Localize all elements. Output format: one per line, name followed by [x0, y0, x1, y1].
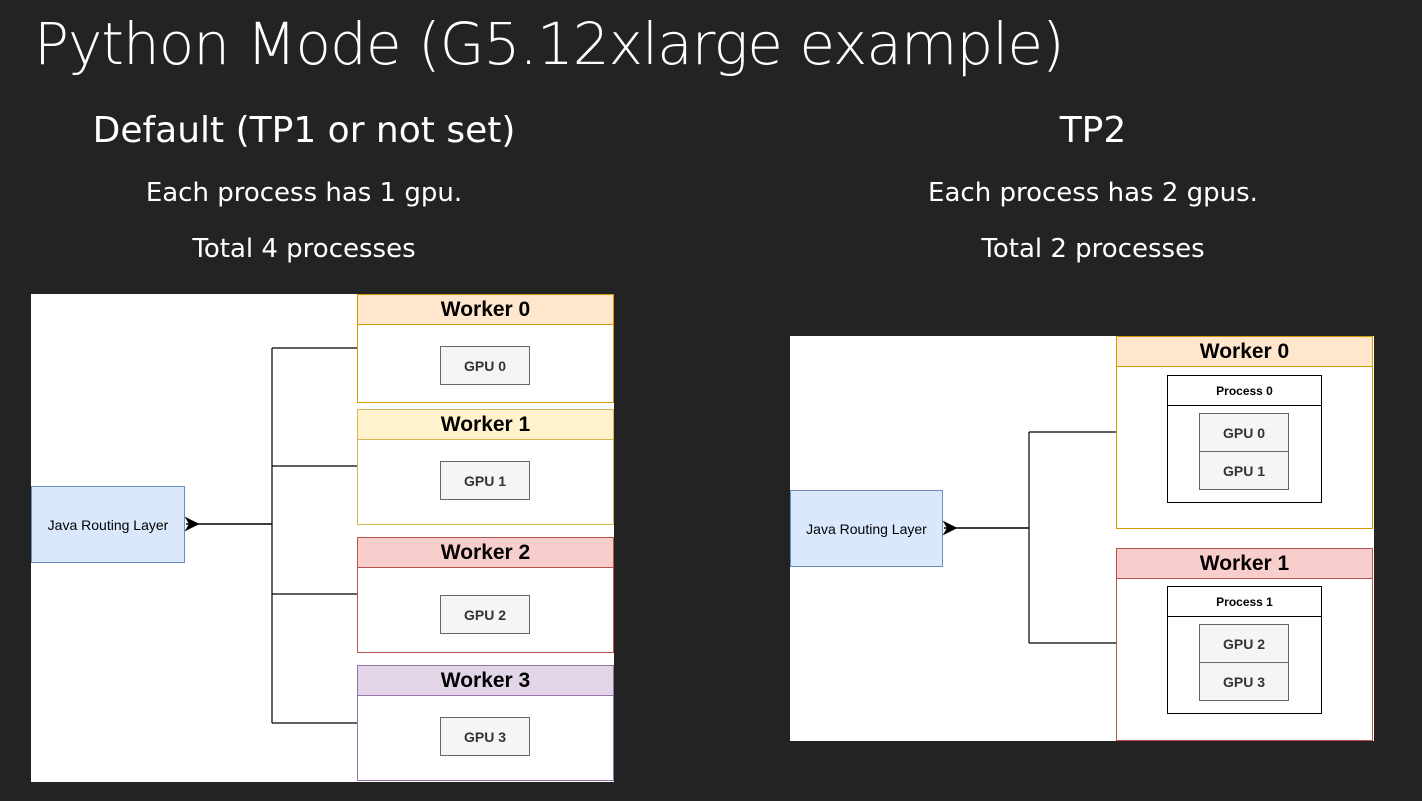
right-connectors: [942, 431, 1117, 644]
worker-header: Worker 0: [1117, 337, 1372, 367]
left-line-2: Total 4 processes: [192, 234, 416, 264]
java-routing-layer: Java Routing Layer: [31, 486, 185, 563]
left-worker-1: Worker 1 GPU 1: [357, 409, 614, 525]
process-label: Process 0: [1168, 376, 1321, 406]
process-box: Process 0 GPU 0 GPU 1: [1167, 375, 1322, 503]
gpu-box: GPU 2: [440, 595, 530, 634]
left-worker-0: Worker 0 GPU 0: [357, 294, 614, 403]
left-heading: Default (TP1 or not set): [92, 110, 516, 151]
worker-header: Worker 1: [1117, 549, 1372, 579]
process-box: Process 1 GPU 2 GPU 3: [1167, 586, 1322, 714]
left-connectors: [184, 347, 358, 724]
gpu-box: GPU 0: [1199, 413, 1289, 452]
worker-header: Worker 1: [358, 410, 613, 440]
gpu-box: GPU 2: [1199, 624, 1289, 663]
gpu-box: GPU 3: [1199, 662, 1289, 701]
right-diagram: Java Routing Layer Worker 0 Process 0 GP…: [790, 336, 1374, 741]
worker-header: Worker 0: [358, 295, 613, 325]
left-worker-3: Worker 3 GPU 3: [357, 665, 614, 781]
gpu-box: GPU 1: [440, 461, 530, 500]
gpu-box: GPU 1: [1199, 451, 1289, 490]
right-worker-1: Worker 1 Process 1 GPU 2 GPU 3: [1116, 548, 1373, 741]
right-line-2: Total 2 processes: [981, 234, 1205, 264]
gpu-box: GPU 3: [440, 717, 530, 756]
left-line-1: Each process has 1 gpu.: [145, 178, 463, 208]
slide-title: Python Mode (G5.12xlarge example): [34, 10, 1065, 78]
right-heading: TP2: [1059, 110, 1127, 151]
right-worker-0: Worker 0 Process 0 GPU 0 GPU 1: [1116, 336, 1373, 529]
left-diagram: Java Routing Layer Worker 0 GPU 0 Worker…: [31, 294, 614, 782]
gpu-box: GPU 0: [440, 346, 530, 385]
process-label: Process 1: [1168, 587, 1321, 617]
right-line-1: Each process has 2 gpus.: [928, 178, 1258, 208]
java-routing-layer: Java Routing Layer: [790, 490, 943, 567]
worker-header: Worker 2: [358, 538, 613, 568]
left-worker-2: Worker 2 GPU 2: [357, 537, 614, 653]
worker-header: Worker 3: [358, 666, 613, 696]
